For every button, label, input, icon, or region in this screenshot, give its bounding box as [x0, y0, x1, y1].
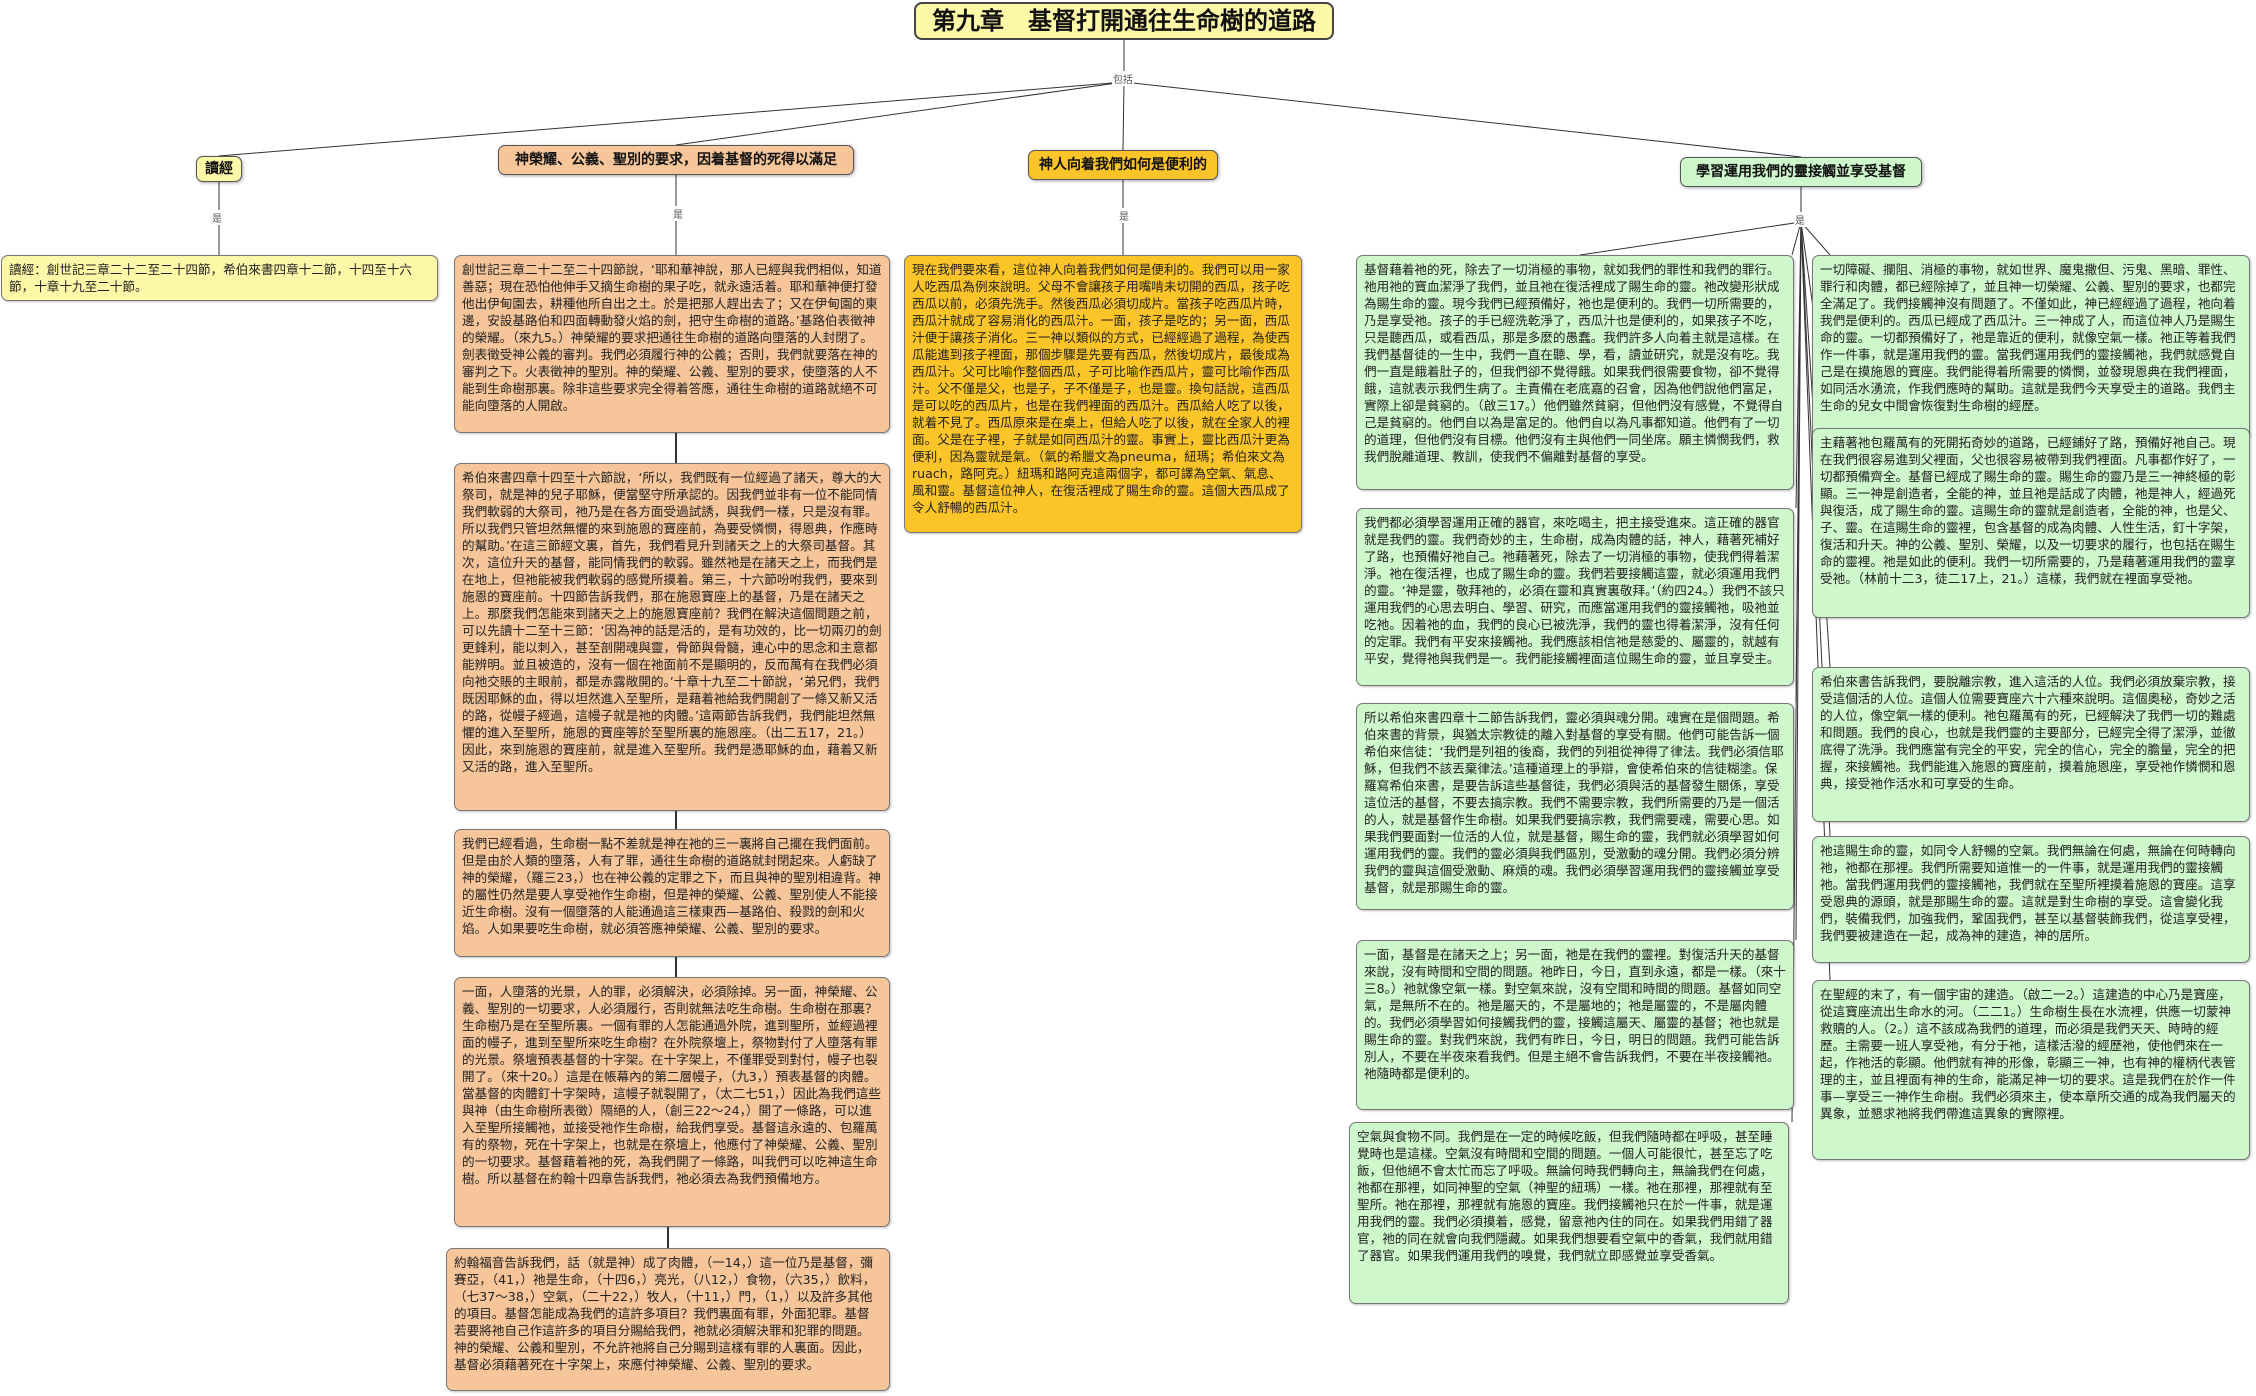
note-spirit-a1: 基督藉着祂的死，除去了一切消極的事物，就如我們的罪性和我們的罪行。祂用祂的寶血潔… — [1356, 255, 1794, 490]
fan-link — [1791, 221, 1802, 256]
fan-link — [1579, 221, 1802, 256]
root-connector-label: 包括 — [1112, 71, 1134, 86]
branch-link-requirements — [675, 81, 1125, 146]
branch-header-requirements: 神榮耀、公義、聖別的要求，因着基督的死得以滿足 — [498, 145, 854, 175]
note-requirements-4: 一面，人墮落的光景，人的罪，必須解決，必須除掉。另一面，神榮耀、公義、聖別的一切… — [454, 977, 890, 1227]
note-requirements-5: 約翰福音告訴我們，話（就是神）成了肉體，（一14，）這一位乃是基督，彌賽亞，（4… — [446, 1248, 890, 1391]
note-requirements-2: 希伯來書四章十四至十六節說，‘所以，我們既有一位經過了諸天，尊大的大祭司，就是神… — [454, 463, 890, 811]
note-spirit-a2: 我們都必須學習運用正確的器官，來吃喝主，把主接受進來。這正確的器官就是我們的靈。… — [1356, 508, 1794, 686]
note-spirit-b2: 主藉著祂包羅萬有的死開拓奇妙的道路，已經鋪好了路，預備好祂自己。現在我們很容易進… — [1812, 428, 2250, 618]
note-spirit-a3: 所以希伯來書四章十二節告訴我們，靈必須與魂分開。魂實在是個問題。希伯來書的背景，… — [1356, 703, 1794, 910]
fan-link — [1800, 221, 1831, 256]
note-god-man: 現在我們要來看，這位神人向着我們如何是便利的。我們可以用一家人吃西瓜為例來說明。… — [904, 255, 1302, 533]
branch-connector-label: 是 — [1794, 212, 1806, 227]
branch-link-reading — [218, 81, 1125, 157]
branch-header-reading: 讀經 — [196, 156, 242, 182]
note-reading: 讀經：創世記三章二十二至二十四節，希伯來書四章十二節，十四至十六節，十章十九至二… — [1, 255, 438, 301]
note-spirit-b5: 在聖經的末了，有一個宇宙的建造。（啟二一2。）這建造的中心乃是寶座，從這寶座流出… — [1812, 980, 2250, 1160]
branch-header-god-man: 神人向着我們如何是便利的 — [1028, 150, 1218, 180]
note-spirit-b1: 一切障礙、攔阻、消極的事物，就如世界、魔鬼撒但、污鬼、黑暗、罪性、罪行和肉體，都… — [1812, 255, 2250, 440]
branch-link-god-man — [1122, 81, 1125, 151]
chapter-title: 第九章 基督打開通往生命樹的道路 — [914, 2, 1334, 40]
note-spirit-a4: 一面，基督是在諸天之上；另一面，祂是在我們的靈裡。對復活升天的基督來說，沒有時間… — [1356, 940, 1794, 1110]
note-requirements-3: 我們已經看過，生命樹一點不差就是神在祂的三一裏將自己擺在我們面前。但是由於人類的… — [454, 829, 890, 957]
note-spirit-b3: 希伯來書告訴我們，要脫離宗教，進入這活的人位。我們必須放棄宗教，接受這個活的人位… — [1812, 667, 2250, 822]
branch-connector-label: 是 — [672, 206, 684, 221]
note-spirit-a5: 空氣與食物不同。我們是在一定的時候吃飯，但我們隨時都在呼吸，甚至睡覺時也是這樣。… — [1349, 1122, 1789, 1304]
branch-connector-label: 是 — [211, 210, 223, 225]
branch-header-exercise-spirit: 學習運用我們的靈接觸並享受基督 — [1680, 157, 1922, 187]
note-spirit-b4: 祂這賜生命的靈，如同令人舒暢的空氣。我們無論在何處，無論在何時轉向祂，祂都在那裡… — [1812, 836, 2250, 963]
branch-link-exercise-spirit — [1123, 81, 1802, 158]
note-requirements-1: 創世記三章二十二至二十四節說，‘耶和華神說，那人已經與我們相似，知道善惡；現在恐… — [454, 255, 890, 433]
branch-connector-label: 是 — [1118, 208, 1130, 223]
